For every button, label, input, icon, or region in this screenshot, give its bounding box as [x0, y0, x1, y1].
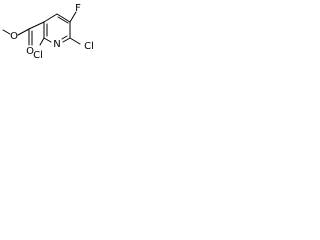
bond-methyl-ester-oxygen: [2, 29, 11, 35]
bond-ring-c3-c4: [43, 13, 58, 23]
bond-ring-c4-c5: [56, 13, 71, 23]
bonds: [2, 11, 81, 46]
bond-c5-fluorine: [69, 11, 77, 23]
atom-ester-oxygen: O: [10, 31, 18, 42]
molecule-diagram: O O F N Cl Cl: [0, 0, 105, 83]
bond-ester-oxygen-carbonyl-carbon: [17, 28, 30, 36]
atom-carbonyl-oxygen: O: [26, 46, 34, 57]
atom-chlorine-top: Cl: [84, 41, 94, 52]
atom-ring-nitrogen: N: [53, 39, 60, 50]
atom-labels: O O F N Cl Cl: [10, 3, 94, 61]
molecule-structure-drawing: O O F N Cl Cl: [2, 3, 94, 61]
bond-ring-c6-n-inner: [61, 35, 68, 40]
bond-c2-chlorine: [39, 37, 45, 46]
atom-chlorine-bottom: Cl: [33, 50, 43, 61]
bond-carbonyl-ring: [28, 21, 45, 30]
bond-ring-n-c2: [43, 37, 52, 43]
bond-c6-chlorine: [69, 37, 81, 45]
bond-ring-c6-n: [62, 37, 71, 43]
atom-fluorine: F: [75, 3, 81, 14]
bond-ring-c4-c5-inner: [57, 16, 69, 24]
